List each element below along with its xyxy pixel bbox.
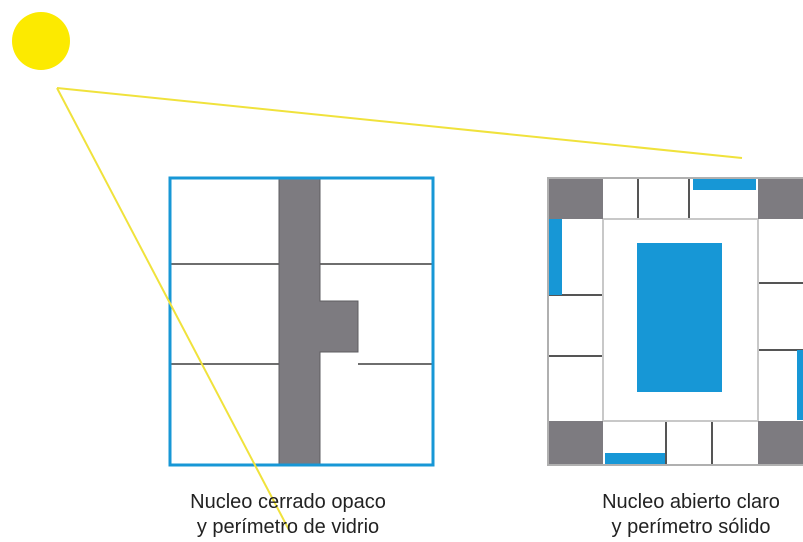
- window: [605, 453, 665, 465]
- caption-closed-core: Nucleo cerrado opaco y perímetro de vidr…: [138, 490, 438, 540]
- caption-line: Nucleo cerrado opaco: [190, 491, 386, 513]
- sun-rays: [56, 87, 743, 531]
- sun-icon: [12, 12, 70, 70]
- light-core: [637, 243, 722, 392]
- corner-core: [548, 178, 603, 219]
- corner-core: [548, 421, 603, 465]
- glass-perimeter: [168, 176, 435, 467]
- sun-ray: [56, 87, 290, 531]
- corner-core: [758, 421, 803, 465]
- caption-line: y perímetro de vidrio: [196, 516, 380, 538]
- window: [548, 219, 562, 295]
- caption-line: Nucleo abierto claro: [602, 491, 780, 513]
- plan-open-core: [547, 177, 803, 466]
- sun-ray: [56, 87, 743, 159]
- plan-closed-core: [168, 176, 435, 467]
- caption-open-core: Nucleo abierto claro y perímetro sólido: [541, 490, 803, 540]
- solid-perimeter: [547, 177, 803, 466]
- caption-line: y perímetro sólido: [611, 516, 771, 538]
- corner-core: [758, 178, 803, 219]
- window: [693, 178, 756, 190]
- window: [797, 350, 803, 420]
